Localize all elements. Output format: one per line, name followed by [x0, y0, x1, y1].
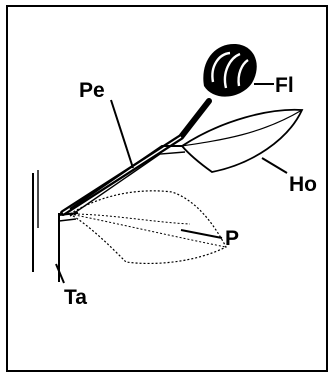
label-fl: Fl: [275, 74, 294, 97]
label-ta: Ta: [64, 286, 87, 309]
label-pe: Pe: [79, 79, 105, 102]
label-ho: Ho: [289, 173, 317, 196]
main-axis: [33, 170, 59, 282]
upper-petiole: [70, 146, 185, 216]
leader-lines: [56, 84, 287, 283]
upper-leaf: [182, 110, 302, 172]
flower-bud: [203, 44, 256, 97]
pedicel: [63, 101, 209, 213]
leader-pe: [111, 100, 133, 168]
label-p: P: [225, 227, 239, 250]
leader-p: [181, 230, 222, 238]
leader-ho: [262, 158, 287, 173]
diagram-frame: [7, 6, 327, 371]
lower-leaf: [70, 191, 226, 264]
